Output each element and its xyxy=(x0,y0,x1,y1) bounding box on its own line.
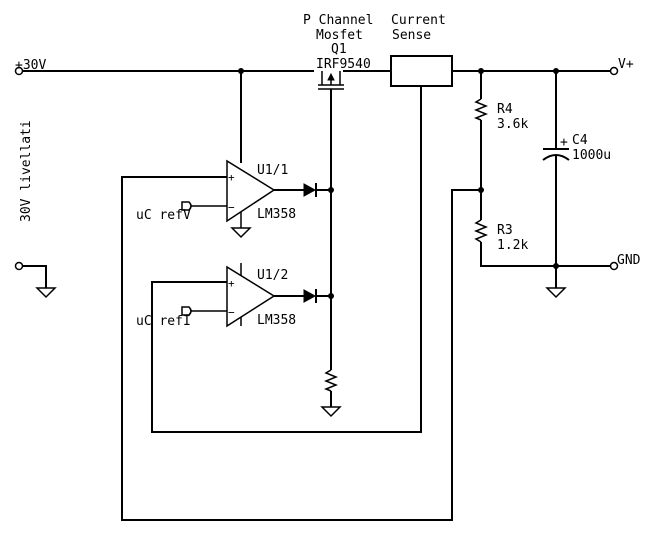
resistor-r4-icon xyxy=(473,98,489,121)
opamp-u1-1: + − U1/1 LM358 xyxy=(226,159,296,239)
ground-symbol-output xyxy=(545,287,567,299)
input-ground-terminal[interactable] xyxy=(14,261,24,271)
opamp-u1-2: + − U1/2 LM358 xyxy=(226,263,296,328)
opamp-u1-2-triangle xyxy=(226,265,276,328)
r3-ref-label: R3 xyxy=(497,223,513,238)
mosfet-header-line1: P Channel xyxy=(303,13,373,28)
mosfet-header-line2: Mosfet xyxy=(316,28,363,43)
output-ground-terminal[interactable] xyxy=(609,261,619,271)
mosfet-part-label: IRF9540 xyxy=(316,57,371,72)
opamp-u1-2-plus: + xyxy=(228,277,235,290)
r3-bottom-wire xyxy=(480,242,611,267)
input-ground-wire xyxy=(22,265,47,288)
junction-u1-1-gate xyxy=(328,187,334,193)
current-sense-header-line1: Current xyxy=(391,13,446,28)
c4-polarity-label: + xyxy=(560,135,568,150)
opamp-u1-2-part-label: LM358 xyxy=(257,313,296,328)
diode-u1-2-icon xyxy=(303,289,317,303)
ref-v-label: uC refV xyxy=(136,208,191,223)
ref-i-port-icon[interactable] xyxy=(181,306,192,316)
ground-symbol-u1-1 xyxy=(230,227,252,239)
mosfet-ref-label: Q1 xyxy=(331,42,347,57)
mosfet-body-arrow-icon xyxy=(327,72,335,81)
opamp-u1-1-minus: − xyxy=(228,201,235,214)
input-positive-label: +30V xyxy=(15,58,46,73)
opamp-u1-1-ref-label: U1/1 xyxy=(257,163,288,178)
opamp-u1-1-plus: + xyxy=(228,171,235,184)
diode-u1-1-icon xyxy=(303,183,317,197)
opamp-u1-1-part-label: LM358 xyxy=(257,207,296,222)
ground-symbol-gate xyxy=(320,406,342,418)
input-description-label: 30V livellati xyxy=(19,120,34,222)
ref-v-port-icon[interactable] xyxy=(181,201,192,211)
opamp-u1-2-minus: − xyxy=(228,306,235,319)
ref-i-label: uC refI xyxy=(136,314,191,329)
voltage-feedback-wire xyxy=(121,176,481,521)
gate-resistor-icon xyxy=(323,369,339,392)
output-positive-label: V+ xyxy=(618,57,634,72)
current-sense-block xyxy=(390,55,453,87)
c4-value-label: 1000u xyxy=(572,148,611,163)
ground-symbol-input xyxy=(35,287,57,299)
r4-value-label: 3.6k xyxy=(497,117,528,132)
junction-u1-2-gate xyxy=(328,293,334,299)
input-positive-terminal[interactable] xyxy=(14,66,24,76)
opamp-u1-2-ref-label: U1/2 xyxy=(257,268,288,283)
output-positive-terminal[interactable] xyxy=(609,66,619,76)
r4-ref-label: R4 xyxy=(497,102,513,117)
opamp-u1-1-triangle xyxy=(226,159,276,223)
junction-c4-ground xyxy=(553,263,559,269)
r3-value-label: 1.2k xyxy=(497,238,528,253)
resistor-r3-icon xyxy=(473,219,489,243)
mosfet-q1: P Channel Mosfet Q1 IRF9540 xyxy=(303,13,373,90)
current-sense-header-line2: Sense xyxy=(392,28,431,43)
c4-ref-label: C4 xyxy=(572,133,588,148)
output-ground-label: GND xyxy=(617,253,641,268)
current-sense-feedback-wire xyxy=(151,86,422,433)
